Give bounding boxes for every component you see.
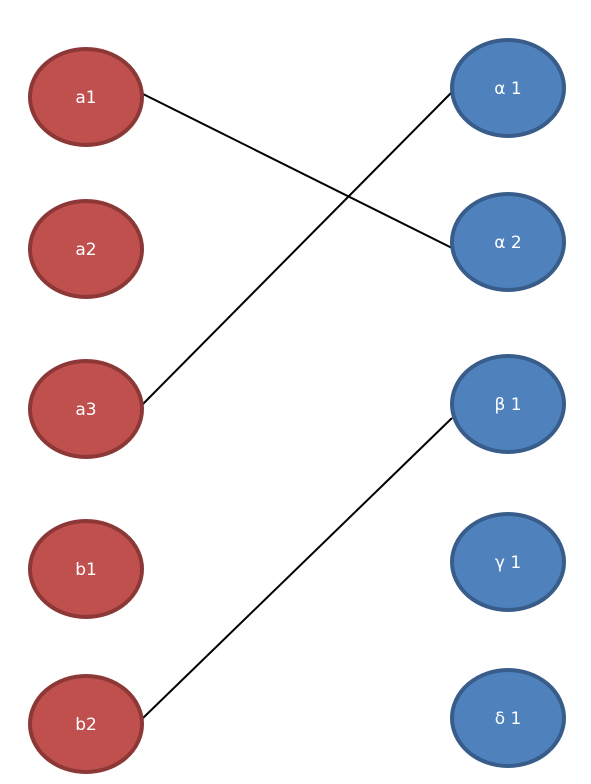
node-a2-shape bbox=[28, 199, 144, 299]
node-a1-label: a1 bbox=[75, 88, 96, 108]
node-b2-shape bbox=[28, 674, 144, 774]
node-alpha1-shape bbox=[450, 38, 566, 138]
node-delta1-label: δ 1 bbox=[495, 709, 522, 729]
edge-a3-alpha1 bbox=[142, 91, 453, 405]
right-node-group: α 1 α 2 β 1 γ 1 δ 1 bbox=[450, 38, 566, 768]
node-alpha1: α 1 bbox=[450, 38, 566, 138]
edge-a1-alpha2 bbox=[142, 93, 453, 249]
node-alpha2: α 2 bbox=[450, 192, 566, 292]
node-b1-label: b1 bbox=[75, 560, 97, 580]
node-b2: b2 bbox=[28, 674, 144, 774]
edge-b2-beta1 bbox=[142, 417, 453, 719]
node-gamma1: γ 1 bbox=[450, 512, 566, 612]
node-gamma1-label: γ 1 bbox=[495, 553, 521, 573]
edge-layer bbox=[142, 91, 453, 719]
left-node-group: a1 a2 a3 b1 b2 bbox=[28, 47, 144, 774]
node-a1-shape bbox=[28, 47, 144, 147]
node-gamma1-shape bbox=[450, 512, 566, 612]
node-a3-shape bbox=[28, 359, 144, 459]
node-alpha2-label: α 2 bbox=[494, 233, 521, 253]
node-a3-label: a3 bbox=[75, 400, 96, 420]
node-a2-label: a2 bbox=[75, 240, 96, 260]
node-a3: a3 bbox=[28, 359, 144, 459]
node-alpha1-label: α 1 bbox=[494, 79, 521, 99]
node-b1: b1 bbox=[28, 519, 144, 619]
node-delta1-shape bbox=[450, 668, 566, 768]
node-b1-shape bbox=[28, 519, 144, 619]
node-a1: a1 bbox=[28, 47, 144, 147]
node-beta1-label: β 1 bbox=[494, 395, 521, 415]
node-alpha2-shape bbox=[450, 192, 566, 292]
node-delta1: δ 1 bbox=[450, 668, 566, 768]
node-beta1: β 1 bbox=[450, 354, 566, 454]
node-a2: a2 bbox=[28, 199, 144, 299]
node-b2-label: b2 bbox=[75, 715, 97, 735]
node-beta1-shape bbox=[450, 354, 566, 454]
